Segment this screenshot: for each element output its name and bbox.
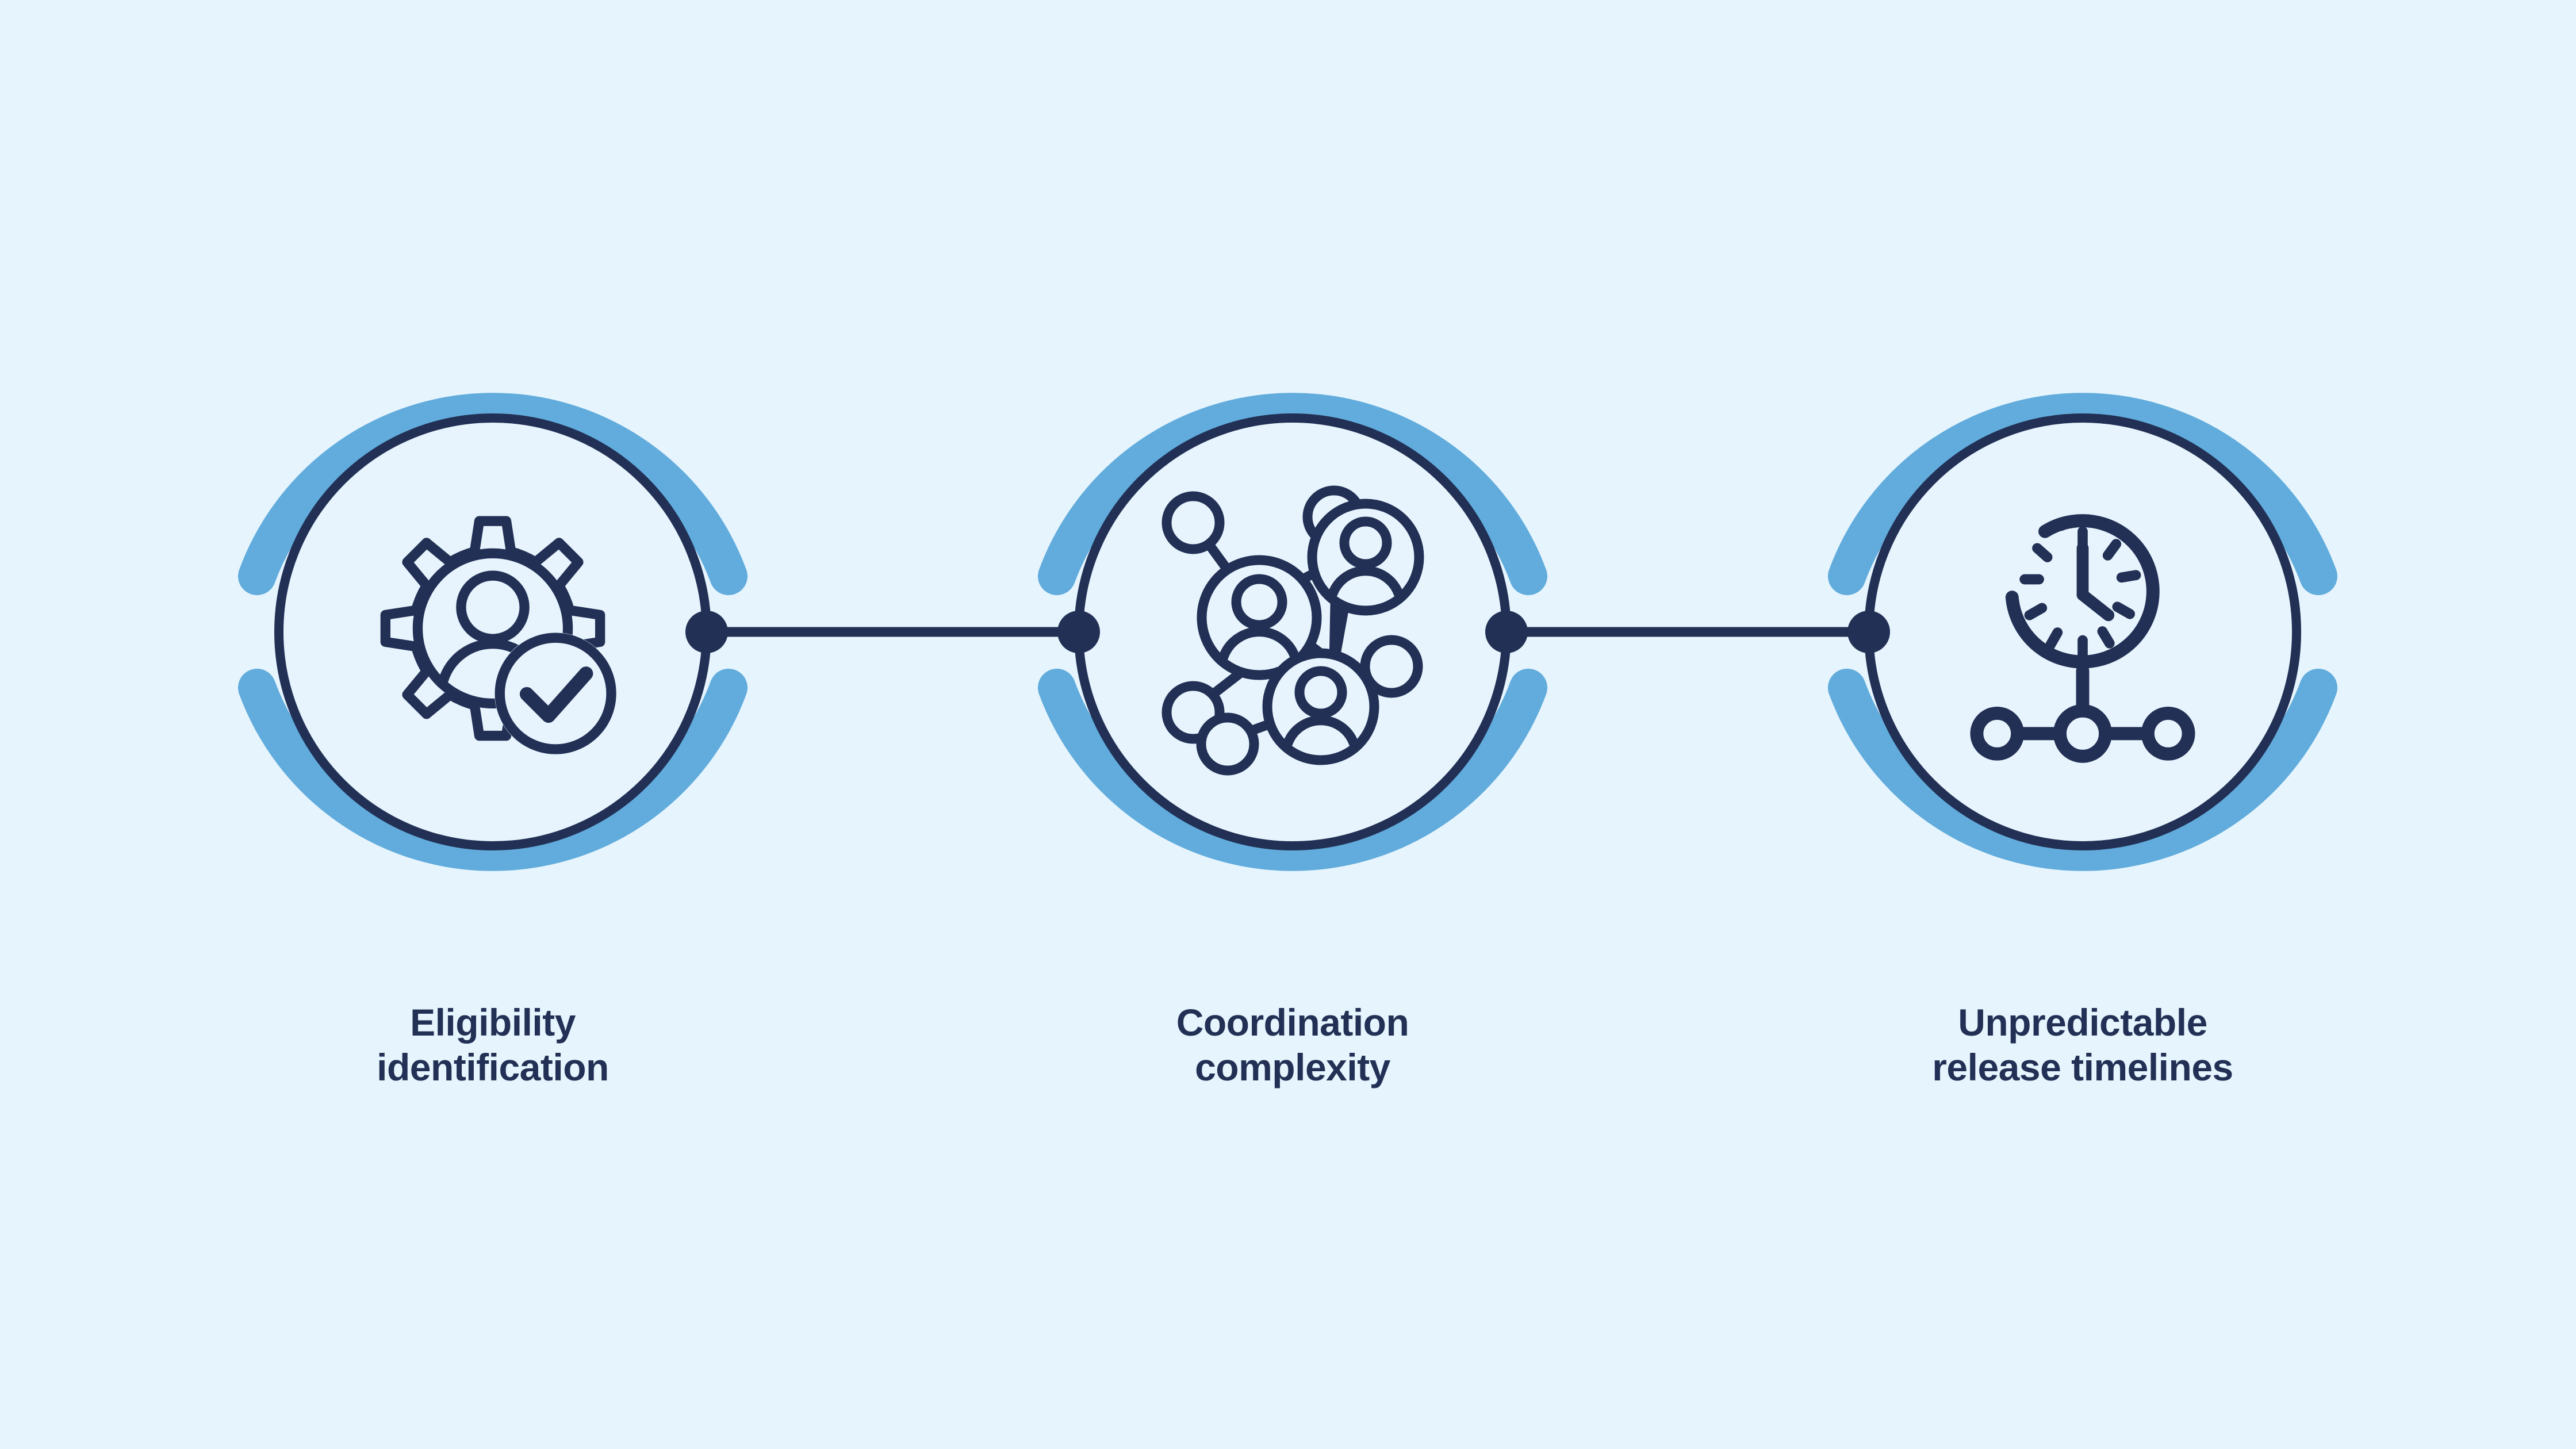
- connector-node-dot: [1057, 611, 1100, 653]
- step-3-circle: [1864, 413, 2301, 850]
- step-label-2: Coordination complexity: [1034, 1000, 1551, 1090]
- step-node-3[interactable]: [1828, 393, 2337, 871]
- connector-node-dot: [685, 611, 728, 653]
- step-label-1: Eligibility identification: [234, 1000, 752, 1090]
- step-3-accent-arcs: [1828, 393, 2337, 871]
- step-1-accent-arcs: [238, 393, 747, 871]
- step-node-1[interactable]: [238, 393, 747, 871]
- step-label-1-line-1: Eligibility: [410, 1001, 576, 1044]
- step-1-circle: [274, 413, 711, 850]
- step-label-3: Unpredictable release timelines: [1824, 1000, 2341, 1090]
- connector-node-dot: [1847, 611, 1890, 653]
- step-node-2[interactable]: [1038, 393, 1547, 871]
- connector-1-to-2: [685, 611, 1100, 653]
- step-label-3-line-2: release timelines: [1932, 1045, 2233, 1088]
- step-label-1-line-2: identification: [377, 1045, 609, 1088]
- step-label-2-line-1: Coordination: [1176, 1001, 1409, 1044]
- step-2-accent-arcs: [1038, 393, 1547, 871]
- step-label-2-line-2: complexity: [1195, 1045, 1390, 1088]
- connector-node-dot: [1485, 611, 1528, 653]
- connector-2-to-3: [1485, 611, 1890, 653]
- step-label-3-line-1: Unpredictable: [1958, 1001, 2207, 1044]
